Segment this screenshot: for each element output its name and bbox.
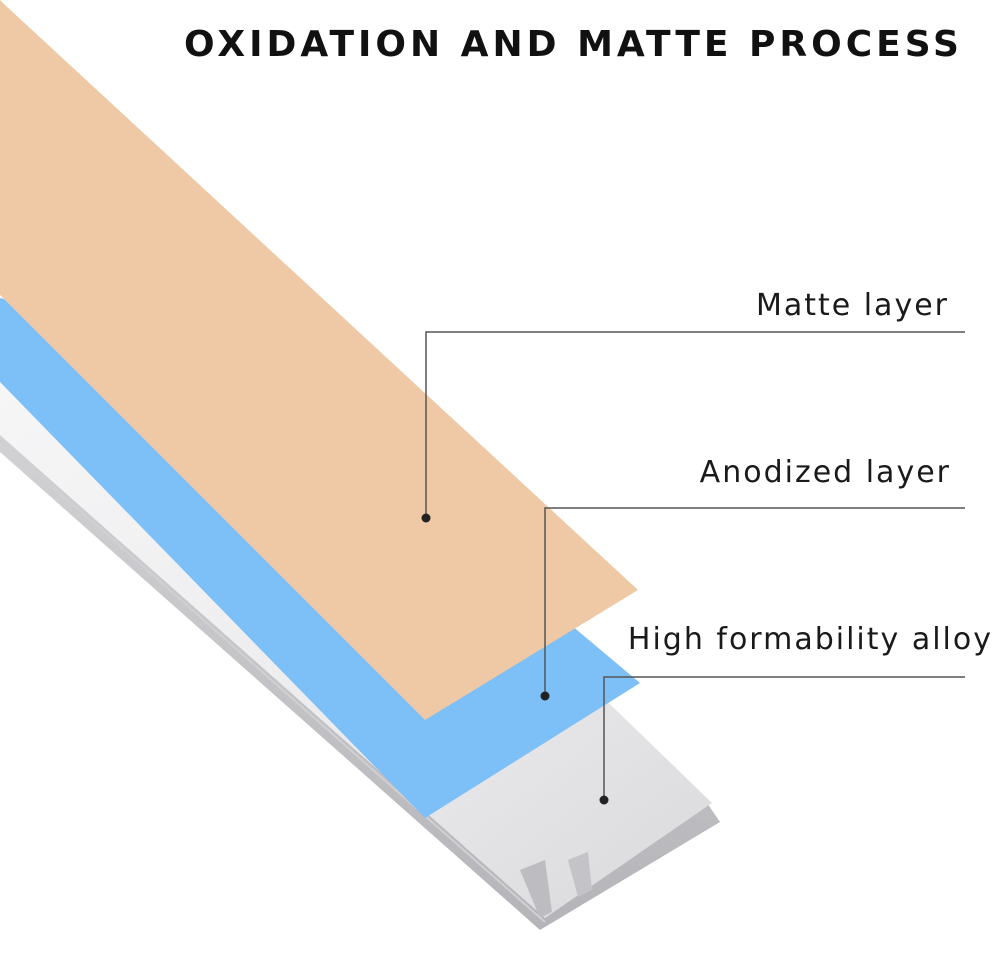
alloy-fin-right <box>568 852 592 897</box>
page-title: OXIDATION AND MATTE PROCESS <box>184 24 963 65</box>
matte-layer-shape <box>0 0 638 720</box>
alloy-layer-label: High formability alloy <box>627 622 993 657</box>
alloy-leader-line <box>603 676 965 800</box>
alloy-leader-dot <box>599 795 609 805</box>
anodized-leader-dot <box>540 691 550 701</box>
leader-lines <box>421 331 965 805</box>
matte-leader-line <box>425 331 965 518</box>
alloy-edge-highlight <box>0 439 546 923</box>
alloy-fin-left <box>520 860 552 918</box>
matte-leader-dot <box>421 513 431 523</box>
anodized-leader-line <box>544 507 965 696</box>
matte-layer-label: Matte layer <box>755 288 949 323</box>
anodized-layer-label: Anodized layer <box>699 455 951 490</box>
